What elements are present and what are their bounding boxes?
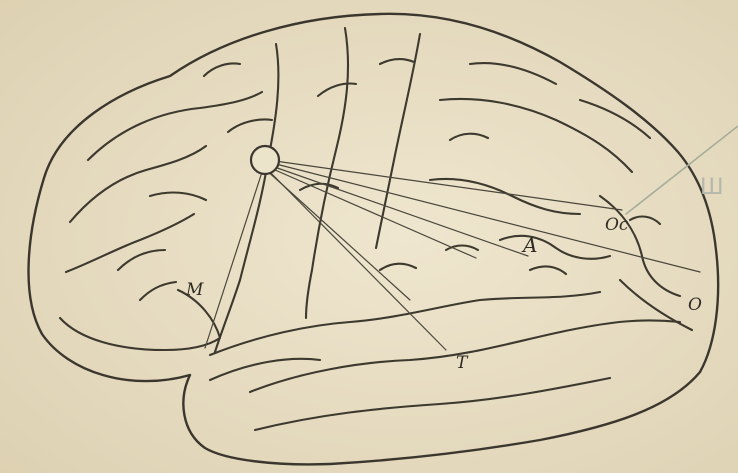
label-o: O (688, 295, 702, 315)
label-m: M (185, 280, 204, 300)
center-circle (251, 146, 279, 174)
pencil-annotation: Ш (700, 175, 724, 200)
label-oc: Oc (605, 215, 629, 235)
label-a: A (521, 233, 537, 257)
label-t: T (456, 353, 469, 373)
